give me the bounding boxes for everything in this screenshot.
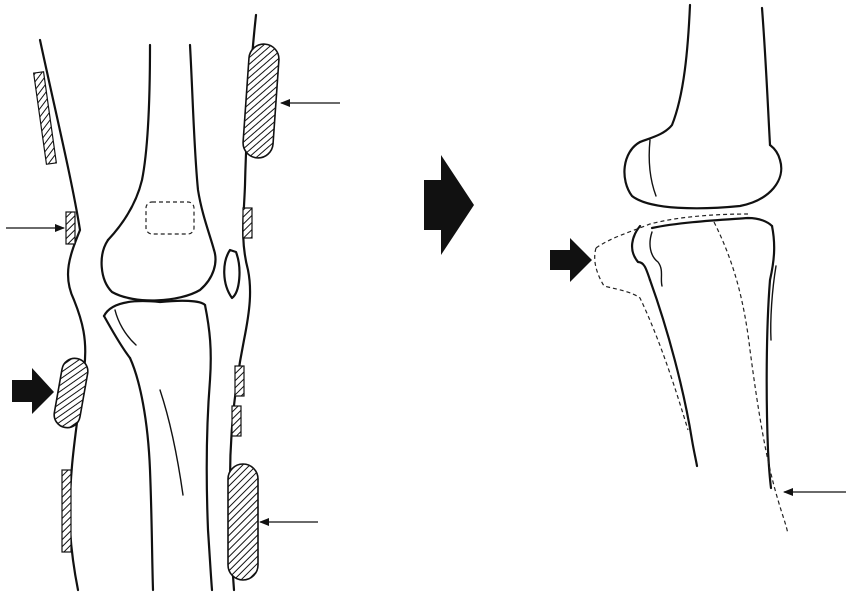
pad-lower-right	[228, 464, 258, 580]
femur-side-left-edge	[640, 5, 690, 142]
tibia-original-posterior	[714, 222, 788, 534]
femur-side-right-edge	[762, 8, 770, 145]
pad-calf-left	[52, 356, 90, 429]
tibia-side-anterior	[650, 280, 697, 466]
pad-upper-left	[34, 72, 57, 164]
right-knee-side-view	[550, 5, 846, 534]
femoral-condyles	[102, 240, 216, 300]
transition-big-arrow	[424, 155, 474, 255]
pad-knee-right	[243, 208, 252, 238]
big-arrow-calf-left	[12, 368, 54, 414]
femur-left-edge	[108, 45, 150, 240]
tibia-original-front	[595, 248, 688, 430]
big-arrow-tibia-right	[550, 238, 592, 282]
pad-lower-left	[62, 470, 71, 552]
pad-upper-right	[242, 43, 280, 159]
tibial-plateau	[104, 301, 205, 316]
fibula-head	[224, 250, 239, 298]
pad-mid-right-2	[232, 406, 241, 436]
tibia-plateau-medial	[104, 316, 130, 358]
pad-mid-right-1	[235, 366, 244, 396]
left-knee-front-view	[6, 15, 340, 590]
patella-outline	[146, 202, 194, 234]
tibia-right-edge	[205, 305, 212, 590]
tibia-left-edge	[130, 358, 153, 590]
tibia-inner-line	[160, 390, 183, 495]
pad-knee-left	[66, 212, 75, 244]
tibia-side-posterior	[767, 226, 774, 488]
femur-side-condyle-inner	[649, 140, 656, 196]
tibia-side-notch-inner	[650, 232, 662, 286]
tibia-side-front-notch	[632, 226, 650, 280]
femur-side-condyle	[624, 142, 781, 208]
